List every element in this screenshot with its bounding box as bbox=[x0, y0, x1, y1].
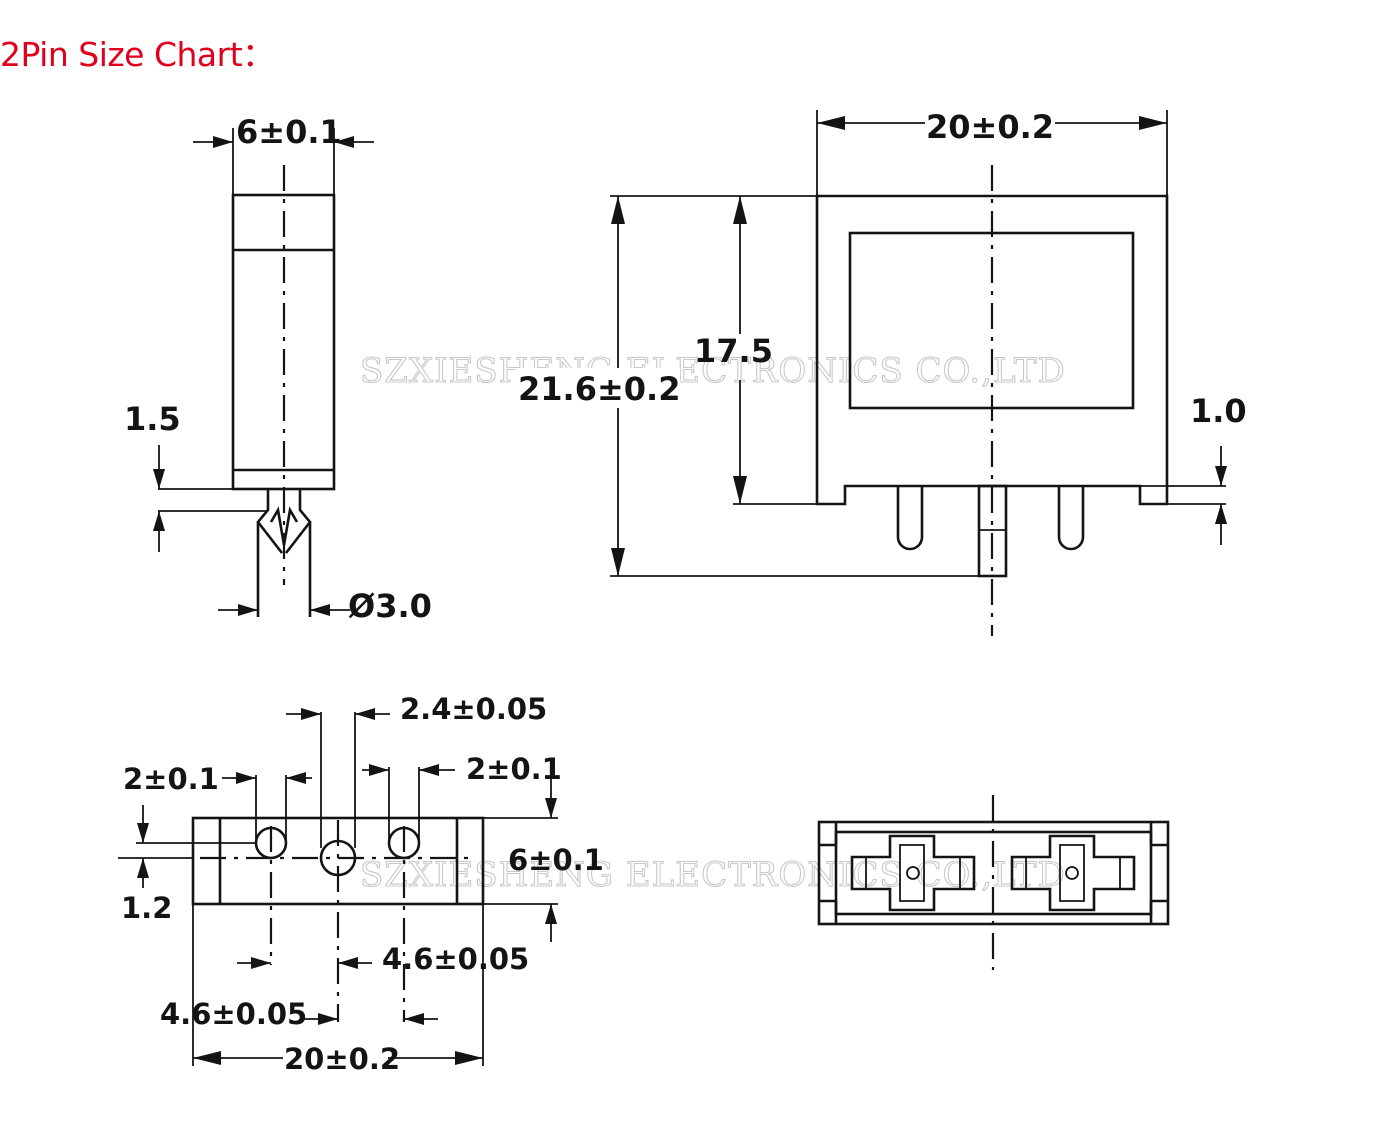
front-dim-width-arrow-left bbox=[817, 116, 845, 130]
side-dim-dia-arrow-right bbox=[310, 604, 330, 616]
bottom-dim-depth-arrow-bottom bbox=[545, 904, 557, 924]
bottom-dim-lspace-arrow-left bbox=[318, 1013, 338, 1025]
bottom-left-pin-label: 2±0.1 bbox=[123, 762, 219, 796]
side-pin-offset-label: 1.5 bbox=[124, 400, 181, 438]
bottom-right-pin-label: 2±0.1 bbox=[466, 752, 562, 786]
front-flange-label: 1.0 bbox=[1190, 392, 1247, 430]
bottom-left-spacing-label: 4.6±0.05 bbox=[160, 997, 307, 1031]
front-pin-right bbox=[1057, 486, 1085, 551]
bottom-dim-12-arrow-top bbox=[137, 823, 149, 843]
bottom-dim-rspace-arrow-left bbox=[251, 957, 271, 969]
top-terminal-right-inner bbox=[1025, 844, 1121, 902]
bottom-dim-width-arrow-left bbox=[193, 1051, 221, 1065]
page-title: 2Pin Size Chart： bbox=[0, 35, 275, 74]
front-dim-flange-arrow-bottom bbox=[1215, 504, 1227, 524]
bottom-dim-center-arrow-right bbox=[355, 708, 375, 720]
bottom-dim-center-arrow-left bbox=[301, 708, 321, 720]
bottom-dim-width-arrow-right bbox=[455, 1051, 483, 1065]
side-dim-15-arrow-bottom bbox=[153, 511, 165, 531]
top-view bbox=[817, 795, 1170, 970]
bottom-dim-rspace-arrow-right bbox=[338, 957, 358, 969]
bottom-view: 2.4±0.05 2±0.1 2±0.1 6±0.1 1.2 bbox=[118, 692, 604, 1076]
bottom-dim-12-arrow-bottom bbox=[137, 858, 149, 878]
side-width-label: 6±0.1 bbox=[236, 113, 342, 151]
front-dim-body-arrow-top bbox=[733, 196, 747, 224]
bottom-pin-offset-label: 1.2 bbox=[121, 891, 172, 925]
bottom-dim-rpin-arrow-left bbox=[369, 764, 389, 776]
front-width-label: 20±0.2 bbox=[926, 108, 1054, 146]
front-dim-body-arrow-bottom bbox=[733, 476, 747, 504]
front-total-label-bg bbox=[516, 368, 680, 408]
top-terminal-right bbox=[1010, 834, 1136, 912]
bottom-dim-lpin-arrow-right bbox=[286, 772, 306, 784]
front-dim-total-arrow-top bbox=[611, 196, 625, 224]
front-pin-left bbox=[896, 486, 924, 551]
bottom-dim-rpin-arrow-right bbox=[419, 764, 439, 776]
top-terminal-left bbox=[850, 834, 976, 912]
bottom-depth-label: 6±0.1 bbox=[508, 843, 604, 877]
bottom-dim-depth-arrow-top bbox=[545, 798, 557, 818]
bottom-center-pin-label: 2.4±0.05 bbox=[400, 692, 547, 726]
top-terminal-right-hole bbox=[1065, 866, 1079, 880]
side-dim-width-arrow-left bbox=[213, 136, 233, 148]
top-terminal-left-hole bbox=[906, 866, 920, 880]
front-dim-total-arrow-bottom bbox=[611, 548, 625, 576]
side-dim-dia-arrow-left bbox=[238, 604, 258, 616]
front-body-height-label: 17.5 bbox=[694, 332, 773, 370]
side-pin-barb bbox=[256, 489, 312, 554]
front-view: 20±0.2 21.6±0.2 17.5 1.0 bbox=[516, 108, 1247, 636]
front-total-height-label: 21.6±0.2 bbox=[518, 370, 680, 408]
bottom-dim-lspace-arrow-right bbox=[404, 1013, 424, 1025]
bottom-dim-lpin-arrow-left bbox=[236, 772, 256, 784]
side-dim-15-arrow-top bbox=[153, 469, 165, 489]
front-center-pin bbox=[977, 484, 1008, 578]
side-dim-width-arrow-right bbox=[334, 136, 354, 148]
bottom-right-spacing-label: 4.6±0.05 bbox=[382, 942, 529, 976]
bottom-width-label: 20±0.2 bbox=[284, 1042, 400, 1076]
watermark-top: SZXIESHENG ELECTRONICS CO.,LTD bbox=[360, 351, 1066, 391]
front-dim-width-arrow-right bbox=[1139, 116, 1167, 130]
side-view: 6±0.1 1.5 Ø3.0 bbox=[124, 113, 432, 625]
side-pin-diameter-label: Ø3.0 bbox=[348, 587, 432, 625]
front-dim-flange-arrow-top bbox=[1215, 466, 1227, 486]
top-terminal-left-inner bbox=[865, 844, 961, 902]
side-pin-split bbox=[269, 506, 299, 546]
